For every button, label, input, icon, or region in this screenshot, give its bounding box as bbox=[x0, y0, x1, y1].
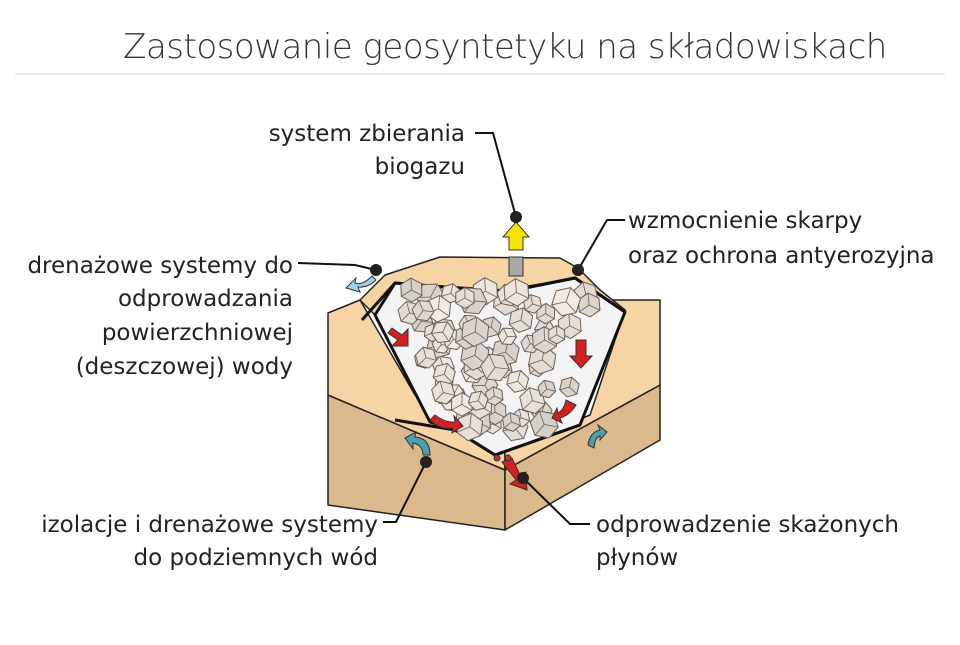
waste-block-edges bbox=[433, 363, 453, 383]
label-slope: wzmocnienie skarpy oraz ochrona antyeroz… bbox=[628, 208, 935, 269]
waste-block-edges bbox=[548, 325, 565, 340]
waste-block-edges bbox=[579, 293, 601, 313]
rain-arrow-icon bbox=[345, 275, 377, 293]
biogas-arrow-icon bbox=[501, 221, 531, 251]
waste-block-edges bbox=[468, 391, 486, 409]
label-biogas: system zbierania biogazu bbox=[269, 121, 465, 180]
rain-arrow-icon bbox=[568, 339, 594, 369]
label-line: (deszczowej) wody bbox=[76, 354, 293, 380]
flow-arrows bbox=[345, 221, 608, 491]
waste-block-edges bbox=[503, 412, 521, 429]
label-line: system zbierania bbox=[269, 121, 465, 147]
biogas-marker bbox=[510, 211, 522, 223]
groundwater-arrow-icon bbox=[587, 423, 608, 449]
waste-block-edges bbox=[536, 303, 555, 320]
waste-block-edges bbox=[559, 377, 578, 395]
label-line: odprowadzenie skażonych bbox=[596, 512, 899, 538]
label-line: biogazu bbox=[375, 154, 465, 180]
groundwater-arrow-icon bbox=[404, 431, 431, 456]
waste-pile bbox=[397, 277, 601, 442]
label-surface-drainage: drenażowe systemy do odprowadzania powie… bbox=[27, 253, 293, 380]
landfill-cross-section bbox=[327, 256, 661, 531]
waste-block-edges bbox=[418, 347, 437, 366]
leachate-arrow-icon bbox=[429, 414, 464, 435]
surface-drainage-marker bbox=[370, 264, 382, 276]
waste-block-edges bbox=[522, 387, 546, 411]
waste-block-edges bbox=[540, 380, 556, 396]
waste-block-edges bbox=[401, 278, 423, 297]
waste-block-edges bbox=[456, 412, 482, 436]
leachate-arrow-icon bbox=[551, 399, 577, 425]
label-line: płynów bbox=[596, 545, 678, 571]
waste-block-edges bbox=[551, 287, 577, 313]
label-line: drenażowe systemy do bbox=[27, 253, 293, 279]
waste-block-edges bbox=[455, 287, 475, 304]
label-line: powierzchniowej bbox=[102, 320, 293, 346]
waste-block-edges bbox=[501, 327, 517, 345]
waste-block-edges bbox=[451, 392, 473, 411]
groundwater-marker bbox=[420, 456, 432, 468]
waste-block-edges bbox=[461, 317, 488, 341]
leachate-marker bbox=[517, 472, 529, 484]
waste-block-edges bbox=[504, 278, 529, 301]
waste-block-edges bbox=[506, 370, 526, 390]
label-line: wzmocnienie skarpy bbox=[628, 208, 862, 234]
label-line: izolacje i drenażowe systemy bbox=[41, 512, 378, 538]
waste-block-edges bbox=[431, 321, 450, 342]
leachate-arrow-icon bbox=[387, 327, 409, 347]
waste-block-edges bbox=[532, 326, 557, 348]
waste-block-edges bbox=[486, 386, 504, 402]
diagram-title: Zastosowanie geosyntetyku na składowiska… bbox=[123, 27, 887, 67]
leader-lines bbox=[297, 132, 625, 525]
waste-block-edges bbox=[416, 300, 435, 320]
label-line: oraz ochrona antyerozyjna bbox=[628, 243, 935, 269]
label-line: odprowadzania bbox=[118, 286, 293, 312]
label-line: do podziemnych wód bbox=[134, 545, 378, 571]
biogas-pipe bbox=[508, 256, 524, 277]
waste-block-edges bbox=[525, 294, 542, 311]
label-groundwater: izolacje i drenażowe systemy do podziemn… bbox=[41, 512, 378, 571]
waste-block-edges bbox=[534, 410, 559, 436]
waste-block-edges bbox=[434, 380, 456, 402]
waste-block-edges bbox=[509, 307, 531, 329]
waste-block-edges bbox=[486, 354, 510, 380]
label-leachate: odprowadzenie skażonych płynów bbox=[596, 512, 899, 571]
slope-marker bbox=[572, 264, 584, 276]
